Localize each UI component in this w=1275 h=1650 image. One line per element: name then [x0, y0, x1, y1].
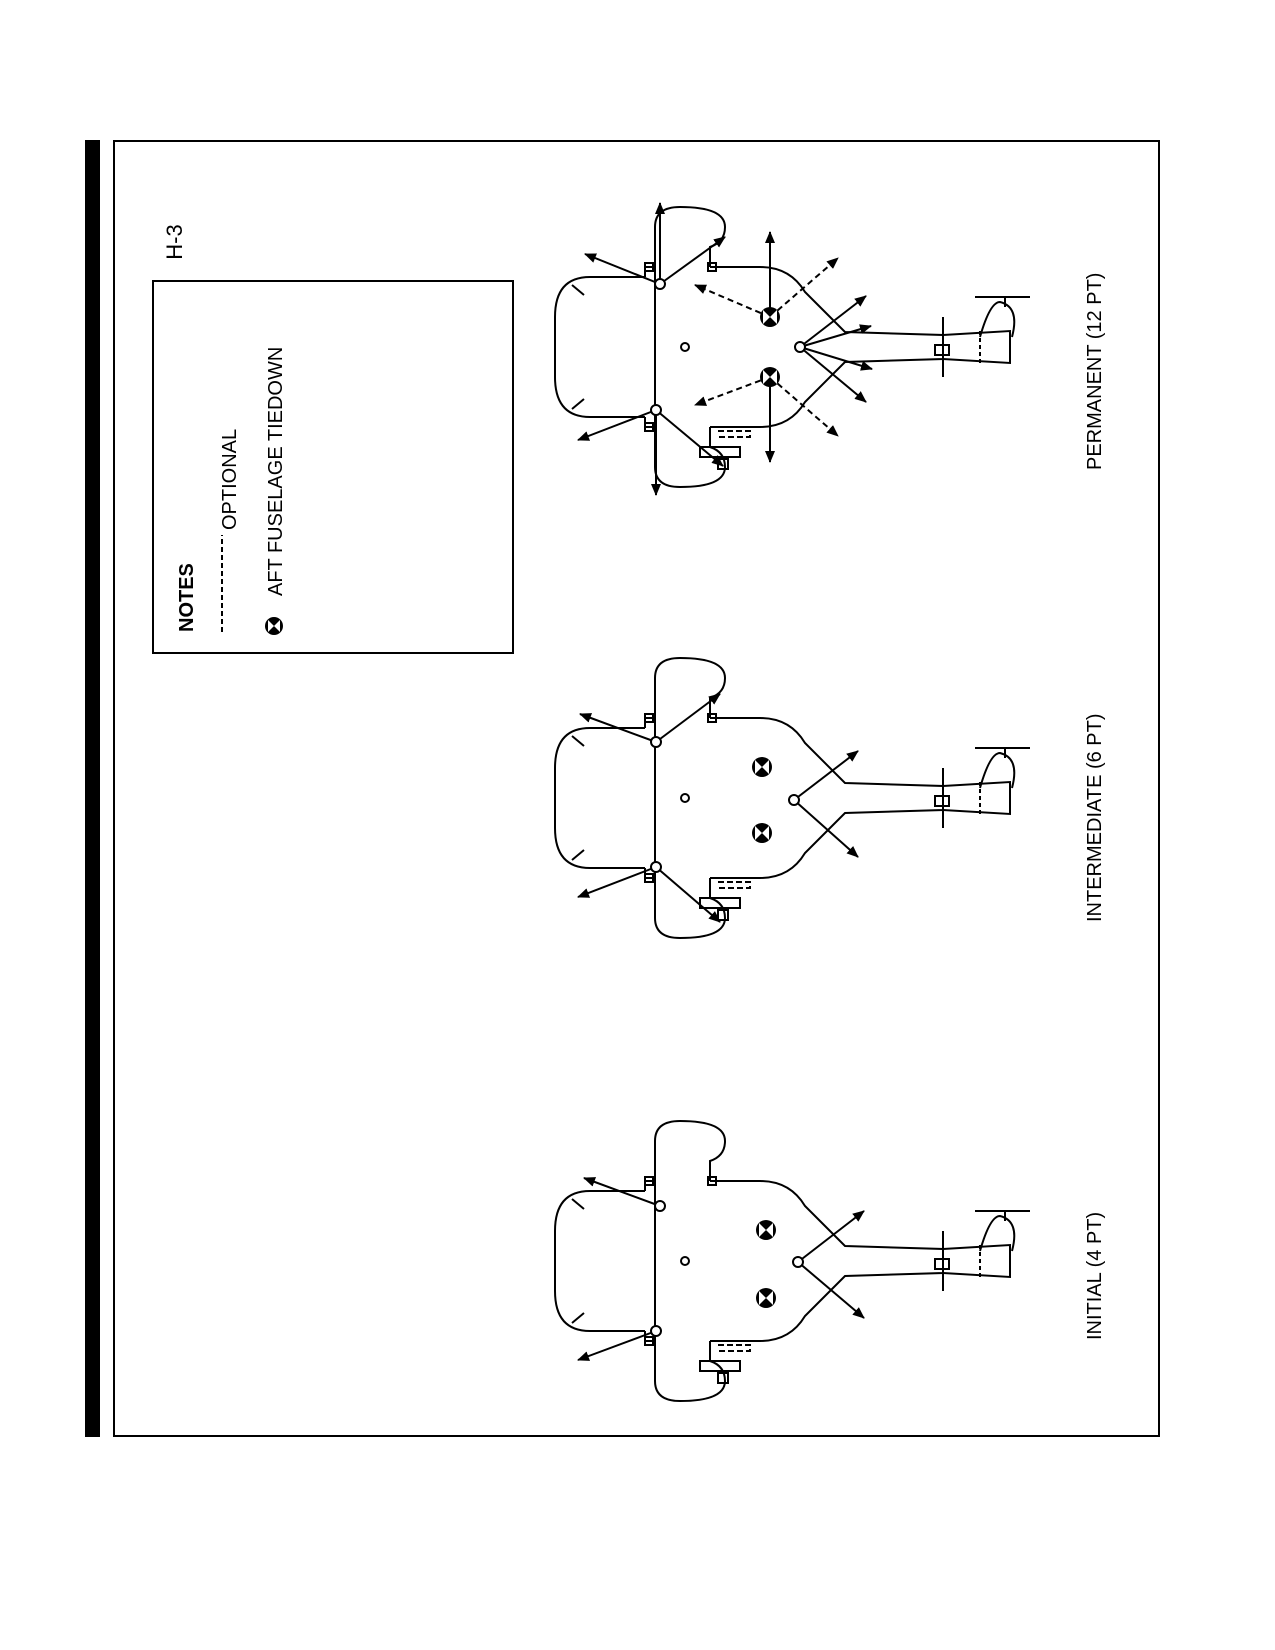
- aft-fuselage-tiedown-icon: [752, 823, 772, 843]
- tiedown-arrows-intermediate: [577, 693, 859, 923]
- tiedown-label: AFT FUSELAGE TIEDOWN: [265, 347, 287, 596]
- tiedown-points-permanent: [650, 278, 806, 416]
- tiedown-points-intermediate: [650, 736, 800, 873]
- optional-label: OPTIONAL: [219, 429, 241, 530]
- aft-fuselage-tiedown-icon: [756, 1220, 776, 1240]
- helicopter-permanent: [554, 206, 1031, 488]
- aft-fuselage-tiedown-icon: [752, 757, 772, 777]
- aft-fuselage-tiedown-icon: [760, 367, 780, 387]
- config-label-intermediate: INTERMEDIATE (6 PT): [1084, 713, 1106, 922]
- tiedown-arrows-initial: [577, 1177, 865, 1361]
- config-label-permanent: PERMANENT (12 PT): [1084, 273, 1106, 470]
- config-label-initial: INITIAL (4 PT): [1084, 1212, 1106, 1340]
- figure-id: H-3: [162, 224, 187, 259]
- aft-fuselage-tiedown-icon: [760, 307, 780, 327]
- tiedown-symbol-icon: [265, 617, 283, 635]
- aft-fuselage-tiedown-icon: [756, 1288, 776, 1308]
- page-edge-bar: [85, 140, 100, 1437]
- notes-heading: NOTES: [176, 563, 198, 632]
- tiedown-points-initial: [650, 1200, 804, 1337]
- figure-frame: [113, 140, 1160, 1437]
- tiedown-arrows-permanent: [577, 202, 873, 496]
- notes-box: NOTES OPTIONAL AFT FUSELAGE TIEDOWN: [152, 280, 514, 654]
